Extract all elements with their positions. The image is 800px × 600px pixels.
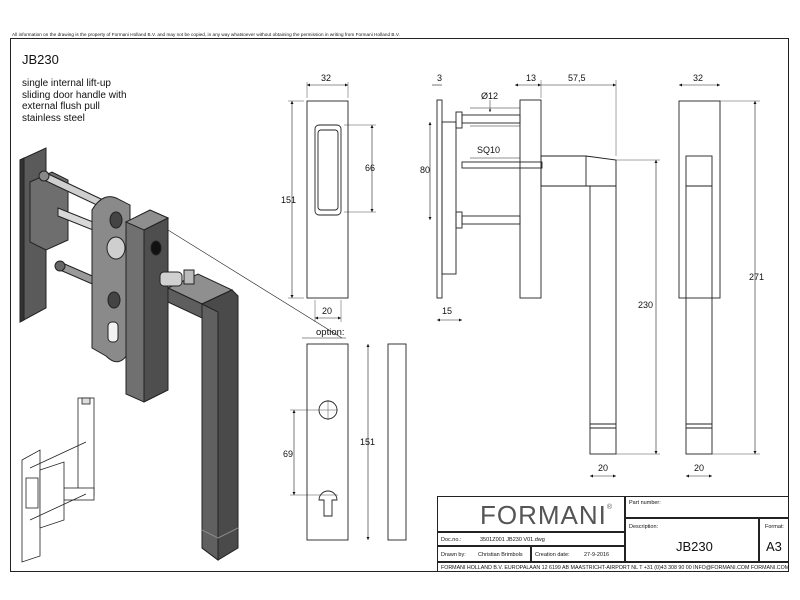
drawing-frame bbox=[10, 38, 789, 572]
right-plate bbox=[678, 100, 721, 299]
doc-label: Doc.no.: bbox=[441, 537, 462, 543]
dim-side-bottom: 15 bbox=[442, 306, 453, 316]
description-line-4: stainless steel bbox=[22, 112, 85, 124]
dim-front-height: 151 bbox=[281, 195, 297, 205]
dim-right-height: 271 bbox=[749, 272, 765, 282]
dim-option-hole: 69 bbox=[283, 449, 294, 459]
dim-right-width: 32 bbox=[693, 73, 704, 83]
drawn-label: Drawn by: bbox=[441, 552, 466, 558]
description-label: Description: bbox=[629, 524, 659, 530]
brand-mark: ® bbox=[606, 504, 614, 511]
description-line-3: external flush pull bbox=[22, 101, 100, 112]
iso-mechanism bbox=[29, 171, 69, 251]
dim-diameter: Ø12 bbox=[481, 91, 499, 101]
description-line-1: single internal lift-up bbox=[22, 78, 111, 89]
dim-recess-height: 66 bbox=[365, 163, 376, 173]
dim-side-a: 3 bbox=[437, 73, 443, 83]
side-plate bbox=[436, 99, 443, 299]
doc-value: 3501Z001 JB230 V01.dwg bbox=[480, 537, 545, 543]
dim-spacing: 80 bbox=[420, 165, 431, 175]
drawn-value: Christian Brimbols bbox=[478, 552, 523, 558]
dim-spindle: SQ10 bbox=[477, 145, 501, 155]
footer-address: FORMANI HOLLAND B.V. EUROPALAAN 12 6199 … bbox=[441, 565, 790, 571]
right-view bbox=[678, 83, 760, 478]
footer-cell: FORMANI HOLLAND B.V. EUROPALAAN 12 6199 … bbox=[437, 562, 789, 572]
description-line-2: sliding door handle with bbox=[22, 89, 127, 101]
date-value: 27-9-2016 bbox=[584, 552, 610, 558]
option-label: option: bbox=[316, 327, 345, 338]
dim-side-b: 13 bbox=[526, 73, 537, 83]
option-side-outline bbox=[387, 343, 407, 541]
option-view bbox=[290, 343, 407, 541]
product-code: JB230 bbox=[22, 52, 59, 67]
part-number-label: Part number: bbox=[629, 500, 661, 506]
format-cell: Format: A3 bbox=[759, 518, 789, 562]
iso-thumbnail bbox=[21, 397, 95, 563]
format-label: Format: bbox=[765, 524, 784, 530]
side-lever-shaft bbox=[589, 185, 617, 455]
date-cell: Creation date: 27-9-2016 bbox=[531, 546, 625, 562]
dim-front-width: 32 bbox=[321, 73, 332, 83]
dim-lever-bottom: 20 bbox=[598, 463, 609, 473]
format-value: A3 bbox=[766, 539, 782, 554]
side-view bbox=[428, 80, 660, 478]
front-recess-outline bbox=[314, 124, 342, 216]
dim-option-height: 151 bbox=[360, 437, 376, 447]
option-plate-outline bbox=[306, 343, 349, 541]
disclaimer-text: All information on the drawing is the pr… bbox=[12, 32, 400, 37]
title-block: FORMANI® Part number: Description: JB230… bbox=[437, 496, 789, 572]
front-view bbox=[288, 82, 376, 322]
front-plate-outline bbox=[306, 100, 349, 299]
description-cell: Description: JB230 bbox=[625, 518, 759, 562]
part-number-cell: Part number: bbox=[625, 496, 789, 518]
description-value: JB230 bbox=[676, 539, 713, 554]
logo-cell: FORMANI® bbox=[437, 496, 625, 532]
product-description: single internal lift-up sliding door han… bbox=[22, 78, 127, 124]
dim-front-bottom: 20 bbox=[322, 306, 333, 316]
isometric-handle-assembly bbox=[19, 147, 239, 561]
brand-logo: FORMANI® bbox=[480, 500, 613, 531]
brand-name: FORMANI bbox=[480, 500, 607, 530]
dim-right-bottom: 20 bbox=[694, 463, 705, 473]
doc-cell: Doc.no.: 3501Z001 JB230 V01.dwg bbox=[437, 532, 625, 546]
drawn-cell: Drawn by: Christian Brimbols bbox=[437, 546, 531, 562]
date-label: Creation date: bbox=[535, 552, 570, 558]
dim-side-c: 57,5 bbox=[568, 73, 586, 83]
right-lever bbox=[685, 155, 713, 455]
dim-lever-drop: 230 bbox=[638, 300, 654, 310]
